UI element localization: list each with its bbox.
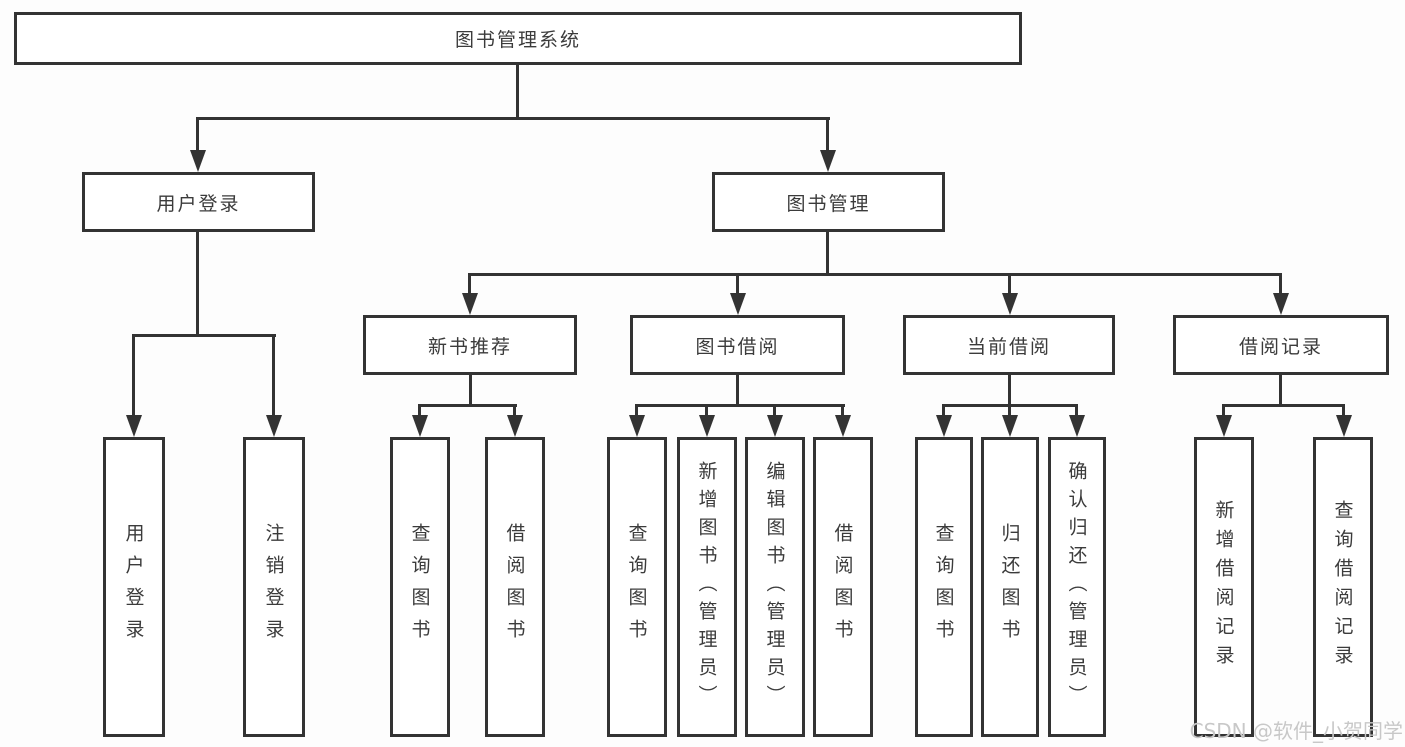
connector-drop-return-books-d2 (1008, 404, 1011, 420)
arrowhead-leaf-user-login (126, 415, 142, 437)
leaf-query-books-recommend: 查询图书 (390, 437, 450, 737)
connector-root-stem (516, 64, 519, 120)
arrowhead-book-management (820, 150, 836, 172)
arrowhead-current-borrow (1002, 293, 1018, 315)
leaf-edit-books-admin: 编辑图书（管理员） (745, 437, 805, 737)
csdn-watermark: CSDN @软件_小贺同学 (1189, 719, 1403, 743)
arrowhead-user-login (190, 150, 206, 172)
arrowhead-borrow-books-c4 (835, 415, 851, 437)
connector-drop-edit-books-c3 (773, 404, 776, 420)
arrowhead-return-books-d2 (1002, 415, 1018, 437)
arrowhead-book-borrow (730, 293, 746, 315)
connector-drop-borrow-books-b2 (513, 404, 516, 420)
connector-drop-query-books-b1 (418, 404, 421, 420)
arrowhead-add-record-e1 (1216, 415, 1232, 437)
node-user-login: 用户登录 (82, 172, 315, 232)
connector-root-rail (196, 117, 830, 120)
connector-drop-add-books-c2 (705, 404, 708, 420)
connector-drop-borrow-books-c4 (841, 404, 844, 420)
connector-drop-current-borrow (1008, 273, 1011, 297)
node-book-management: 图书管理 (712, 172, 945, 232)
connector-drop-borrow-records (1279, 273, 1282, 297)
connector-drop-add-record-e1 (1222, 404, 1225, 420)
node-book-borrowing: 图书借阅 (630, 315, 845, 375)
connector-bookmgmt-rail (468, 273, 1282, 276)
arrowhead-leaf-logout (266, 415, 282, 437)
leaf-query-borrow-record: 查询借阅记录 (1313, 437, 1373, 737)
leaf-return-books: 归还图书 (981, 437, 1039, 737)
connector-drop-user-login (196, 117, 199, 153)
arrowhead-query-books-c1 (629, 415, 645, 437)
connector-newbook-stem (469, 375, 472, 406)
arrowhead-query-books-d1 (936, 415, 952, 437)
leaf-confirm-return-admin: 确认归还（管理员） (1048, 437, 1106, 737)
arrowhead-confirm-return-d3 (1069, 415, 1085, 437)
arrowhead-edit-books-c3 (767, 415, 783, 437)
connector-borrowrecords-rail (1222, 404, 1345, 407)
leaf-add-borrow-record: 新增借阅记录 (1194, 437, 1254, 737)
arrowhead-new-book (462, 293, 478, 315)
connector-currentborrow-stem (1008, 375, 1011, 406)
node-borrowing-records: 借阅记录 (1173, 315, 1389, 375)
arrowhead-borrow-books-b2 (507, 415, 523, 437)
connector-bookborrow-rail (635, 404, 845, 407)
connector-drop-book-borrow (736, 273, 739, 297)
connector-drop-leaf-user-login (132, 334, 135, 419)
arrowhead-query-record-e2 (1336, 415, 1352, 437)
arrowhead-borrow-records (1273, 293, 1289, 315)
connector-drop-query-books-d1 (942, 404, 945, 420)
connector-drop-confirm-return-d3 (1075, 404, 1078, 420)
node-new-book-recommendation: 新书推荐 (363, 315, 577, 375)
arrowhead-add-books-c2 (699, 415, 715, 437)
connector-userlogin-stem (196, 232, 199, 336)
leaf-borrow-books-recommend: 借阅图书 (485, 437, 545, 737)
connector-bookmgmt-stem (826, 232, 829, 276)
arrowhead-query-books-b1 (412, 415, 428, 437)
connector-drop-book-management (826, 117, 829, 153)
connector-drop-new-book (468, 273, 471, 297)
leaf-query-books-borrowing: 查询图书 (607, 437, 667, 737)
connector-newbook-rail (418, 404, 517, 407)
node-current-borrowing: 当前借阅 (903, 315, 1115, 375)
leaf-borrow-books-borrowing: 借阅图书 (813, 437, 873, 737)
leaf-user-login: 用户登录 (103, 437, 165, 737)
connector-drop-query-record-e2 (1342, 404, 1345, 420)
node-library-management-system: 图书管理系统 (14, 12, 1022, 65)
connector-drop-leaf-logout (272, 334, 275, 419)
connector-bookborrow-stem (736, 375, 739, 406)
leaf-add-books-admin: 新增图书（管理员） (677, 437, 737, 737)
connector-drop-query-books-c1 (635, 404, 638, 420)
connector-borrowrecords-stem (1279, 375, 1282, 406)
leaf-query-books-current: 查询图书 (915, 437, 973, 737)
leaf-logout: 注销登录 (243, 437, 305, 737)
connector-userlogin-rail (132, 334, 276, 337)
